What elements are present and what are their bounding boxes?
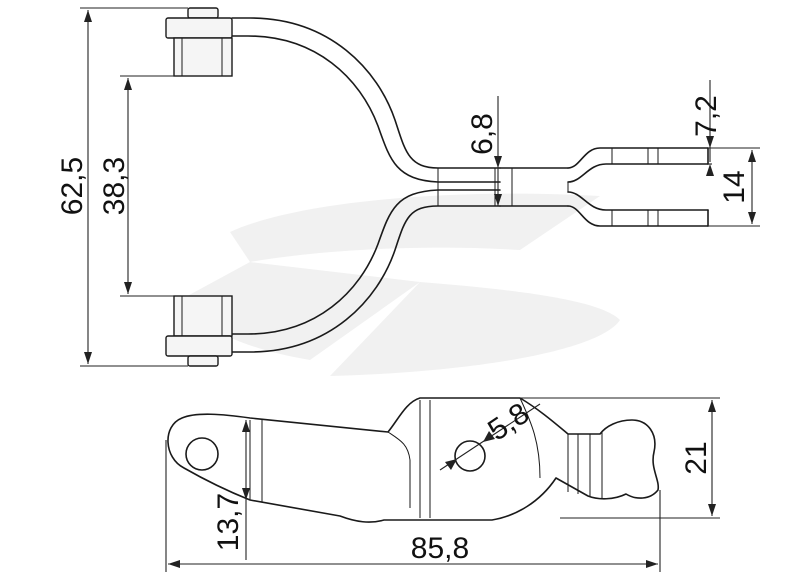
dim-tip-span: 14	[708, 150, 760, 227]
watermark-logo	[180, 193, 620, 376]
fork-side-view	[167, 397, 660, 523]
dim-tip-width-label: 7,2	[690, 95, 723, 137]
dim-stem-thickness-label: 6,8	[466, 113, 499, 155]
dim-tip-span-label: 14	[718, 170, 751, 203]
dim-end-height: 13,7	[212, 420, 250, 560]
dim-overall-height: 62,5	[56, 7, 188, 367]
dim-side-height-label: 21	[680, 441, 713, 474]
dim-end-height-label: 13,7	[212, 493, 245, 551]
dim-overall-length: 85,8	[165, 440, 661, 572]
dim-tip-width: 7,2	[690, 80, 760, 176]
dim-side-height: 21	[520, 397, 720, 519]
bottom-roller	[165, 295, 233, 367]
top-roller	[165, 7, 233, 77]
dim-inner-height-label: 38,3	[98, 157, 131, 215]
dim-overall-length-label: 85,8	[411, 532, 469, 565]
fork-top-view	[231, 17, 709, 353]
dim-overall-height-label: 62,5	[56, 157, 89, 215]
dim-inner-height: 38,3	[98, 75, 174, 297]
dim-stem-thickness: 6,8	[466, 96, 502, 206]
